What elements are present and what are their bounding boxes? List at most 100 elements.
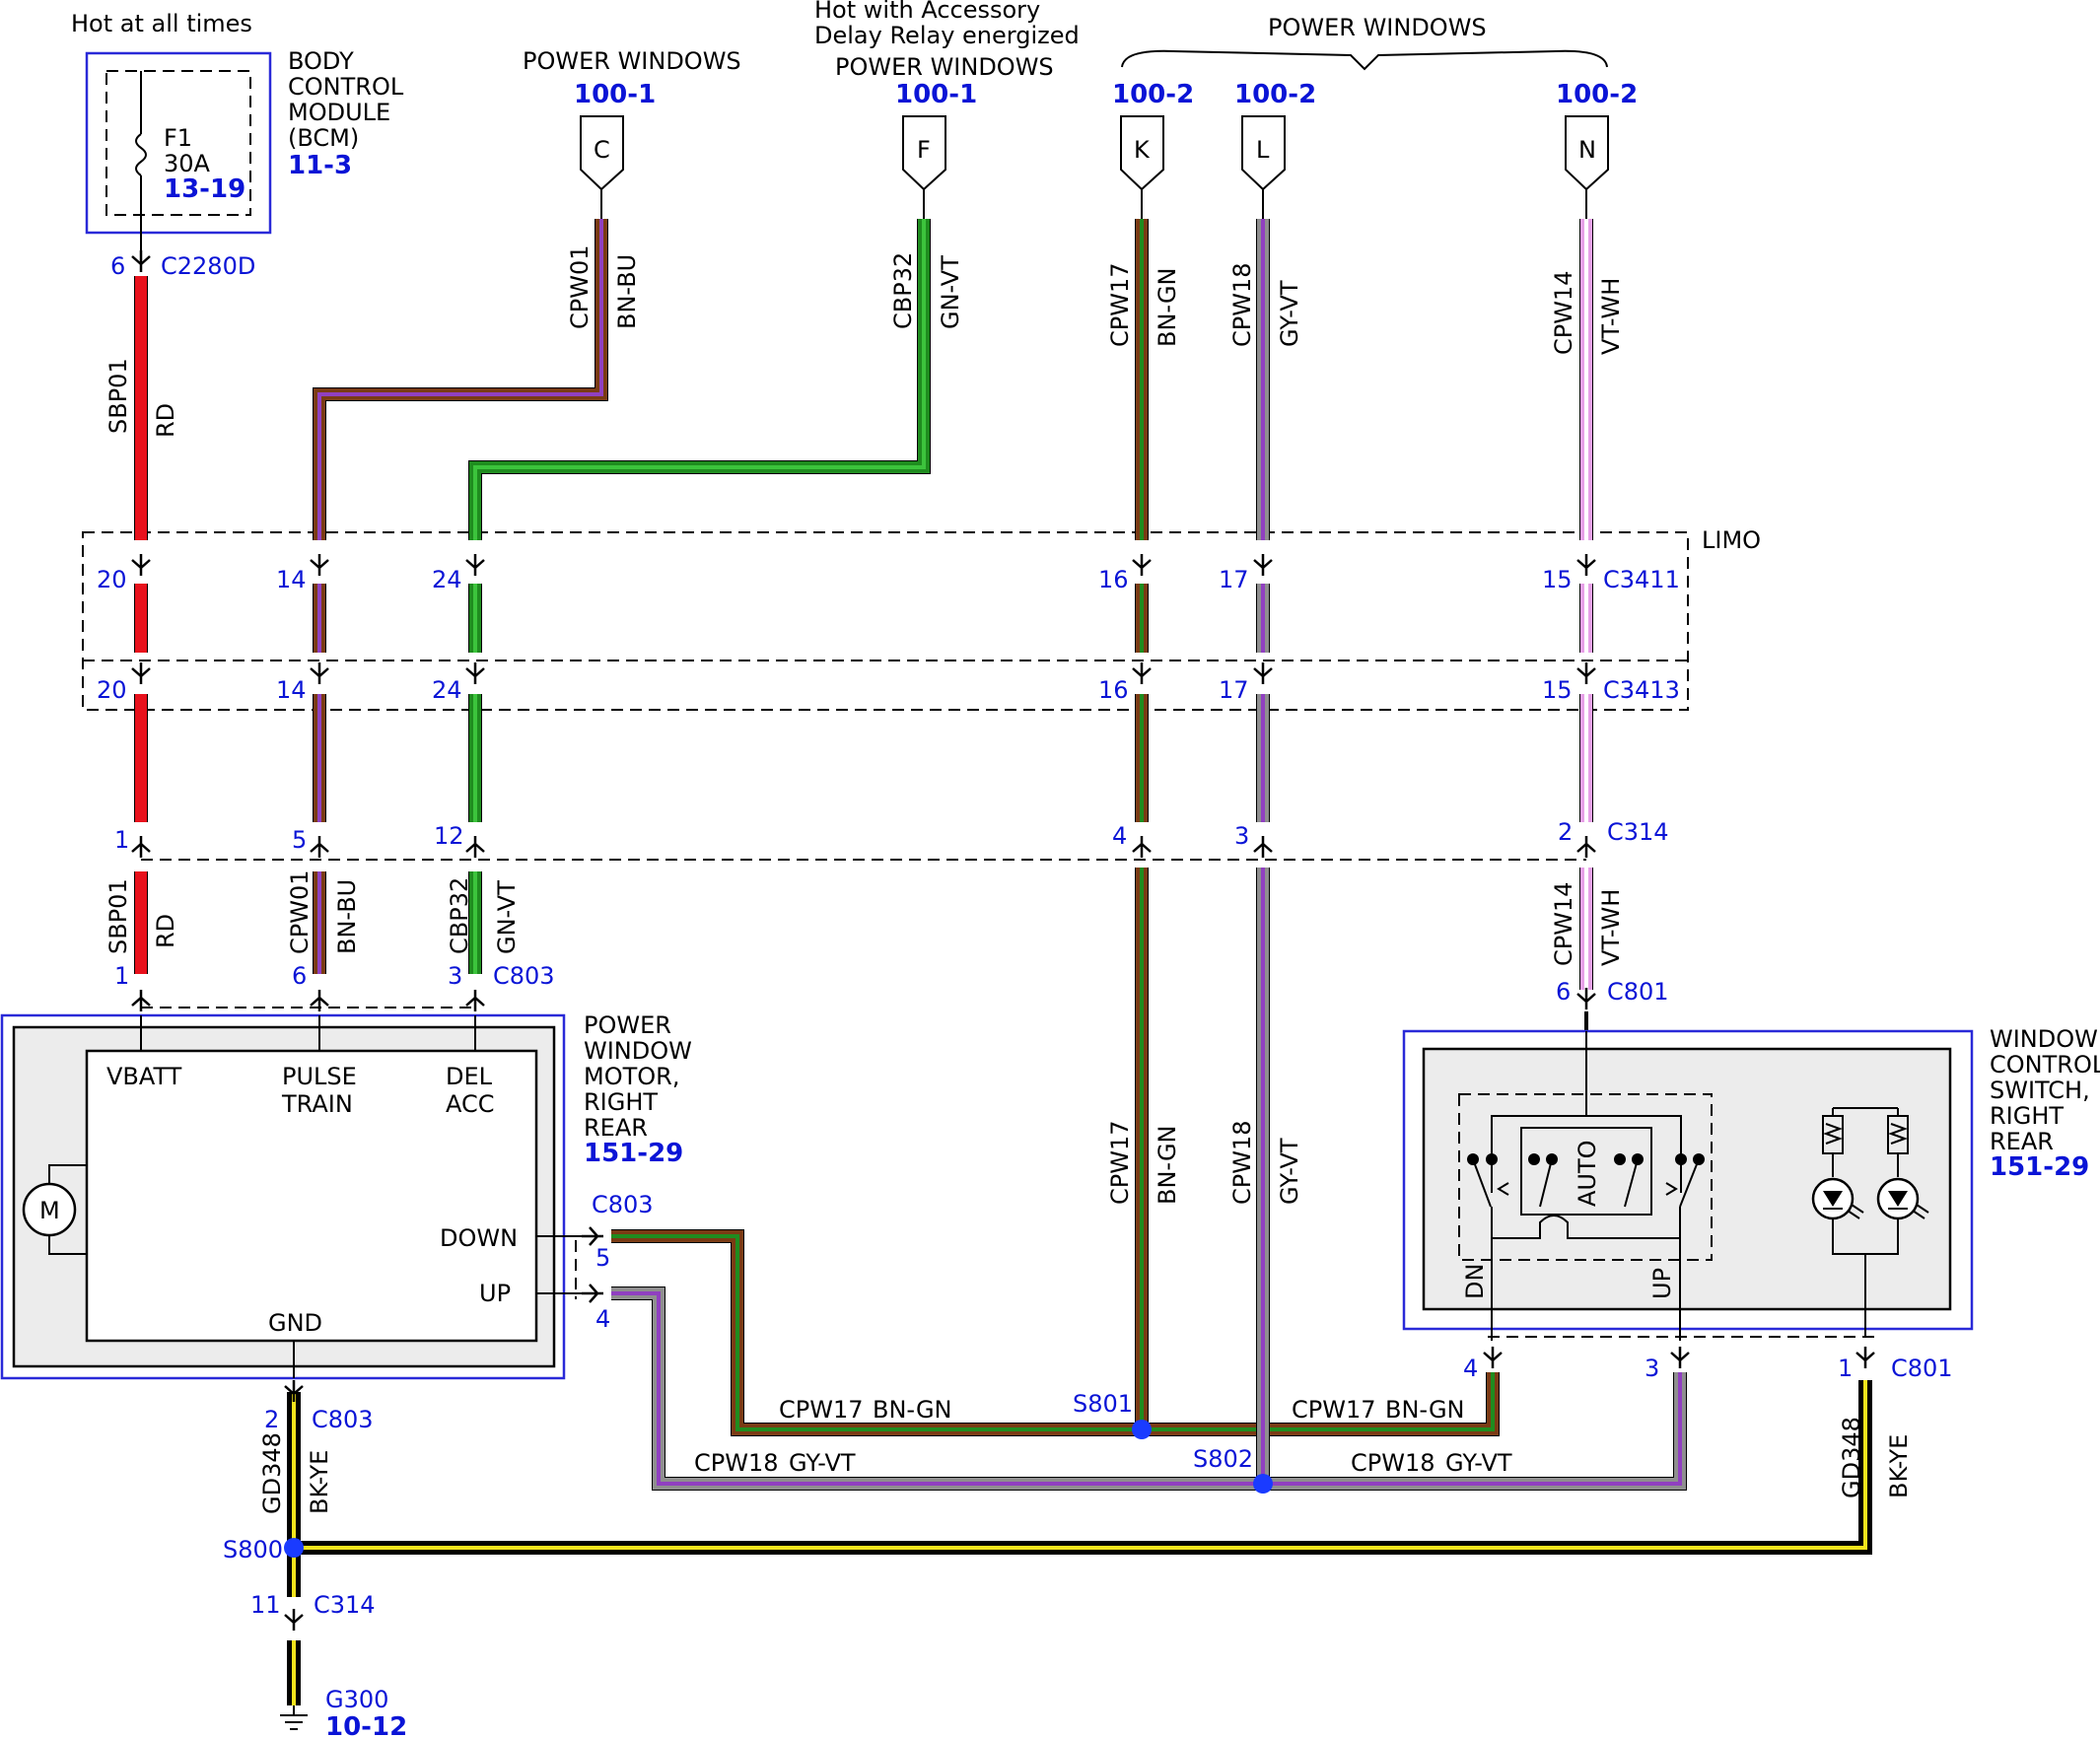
cbp32-circuit-mid: CBP32	[446, 877, 473, 954]
switch-line-2: CONTROL	[1990, 1051, 2100, 1078]
cpw17-circuit: CPW17	[1106, 263, 1134, 348]
c803-side-name: C803	[592, 1191, 654, 1218]
wire-label-cpw14-mid: CPW14 VT-WH	[1550, 882, 1625, 967]
c3413-pin: 15	[1542, 676, 1573, 704]
c3411-terminal-icon	[1253, 554, 1273, 576]
hot-accessory-label-1: Hot with Accessory	[814, 0, 1040, 24]
c3413-pins: 20 14 24 16 17 15 C3413	[97, 676, 1680, 704]
c314-terminal-icon	[1253, 836, 1273, 858]
motor-outline	[0, 1013, 566, 1380]
c803-gnd-name: C803	[312, 1406, 374, 1433]
splice-s801[interactable]	[1132, 1420, 1152, 1439]
c314-pin: 1	[114, 826, 129, 854]
wire-cpw18[interactable]	[611, 219, 1687, 1491]
motor-ref[interactable]: 151-29	[584, 1139, 683, 1168]
fuse-ref[interactable]: 13-19	[164, 174, 245, 204]
sbp01-circuit-mid: SBP01	[105, 878, 132, 954]
gd348-circuit-left: GD348	[258, 1432, 286, 1514]
wire-cbp32[interactable]	[468, 219, 931, 974]
wire-label-cpw18-low: CPW18 GY-VT	[1228, 1121, 1303, 1206]
source-f-ref[interactable]: 100-1	[895, 80, 977, 109]
ground-ref[interactable]: 10-12	[325, 1712, 407, 1738]
c3413-terminal-icon	[310, 662, 329, 684]
c3411-terminal-icon	[1132, 554, 1152, 576]
cpw14-color-mid: VT-WH	[1597, 889, 1625, 966]
wire-label-cpw01-top: CPW01 BN-BU	[566, 245, 641, 330]
c3413-name: C3413	[1603, 676, 1680, 704]
window-control-switch[interactable]: AUTO DN UP WINDOW CONTROL SWITCH, RIGHT …	[1402, 1025, 2100, 1341]
cpw17-color: BN-GN	[1154, 267, 1181, 347]
c2280d-pin: 6	[110, 252, 125, 280]
switch-line-1: WINDOW	[1990, 1025, 2098, 1053]
connector-markers	[131, 250, 1875, 1631]
switch-outline	[1402, 1029, 1974, 1331]
sbp01-circuit: SBP01	[105, 358, 132, 434]
bcm-line-1: BODY	[288, 47, 354, 75]
wire-gd348[interactable]	[287, 1380, 1872, 1705]
splice-s800[interactable]	[284, 1538, 304, 1558]
c3413-terminal-icon	[1132, 662, 1152, 684]
motor-del-label-2: ACC	[446, 1090, 495, 1118]
c3411-pin: 20	[97, 566, 127, 593]
c3413-pin: 14	[276, 676, 307, 704]
c3411-pin: 17	[1219, 566, 1249, 593]
fuse-icon	[135, 133, 147, 176]
cpw01-color-mid: BN-BU	[333, 879, 361, 954]
c3411-pins: 20 14 24 16 17 15 C3411	[97, 566, 1680, 593]
c314-terminal-icon	[1576, 836, 1596, 858]
source-c-ref[interactable]: 100-1	[574, 80, 656, 109]
wire-harness	[134, 219, 1872, 1705]
c801-top-pin: 6	[1556, 978, 1571, 1006]
wire-label-cpw18-top: CPW18 GY-VT	[1228, 263, 1303, 348]
motor-down-label: DOWN	[440, 1224, 518, 1252]
c803-side-pin-5: 5	[595, 1244, 610, 1272]
cpw01-color: BN-BU	[613, 254, 641, 329]
splice-s802[interactable]	[1253, 1474, 1273, 1494]
c803-name: C803	[493, 962, 555, 990]
c3411-terminal-icon	[465, 554, 485, 576]
c3413-terminal-icon	[1253, 662, 1273, 684]
switch-ref[interactable]: 151-29	[1990, 1152, 2089, 1182]
power-windows-label-c: POWER WINDOWS	[523, 47, 741, 75]
bcm-ref[interactable]: 11-3	[288, 151, 352, 180]
c3411-pin: 14	[276, 566, 307, 593]
source-n-ref[interactable]: 100-2	[1556, 80, 1638, 109]
source-l-ref[interactable]: 100-2	[1234, 80, 1316, 109]
motor-line-4: RIGHT	[584, 1088, 658, 1116]
cpw18-h-right-circuit: CPW18	[1351, 1449, 1435, 1477]
power-window-motor[interactable]: VBATT PULSE TRAIN DEL ACC DOWN UP GND M …	[0, 1011, 692, 1380]
switch-body	[1422, 1047, 1952, 1311]
source-f-pin: F	[917, 136, 931, 164]
bcm-line-3: MODULE	[288, 99, 390, 126]
sbp01-color: RD	[152, 403, 179, 438]
cpw17-h-left-color: BN-GN	[873, 1396, 952, 1424]
c3413-pin: 24	[432, 676, 462, 704]
c801-bottom-pin-4: 4	[1463, 1355, 1478, 1382]
source-k: 100-2 K	[1112, 80, 1194, 219]
cpw17-color-low: BN-GN	[1154, 1125, 1181, 1205]
ground-name: G300	[325, 1686, 388, 1713]
cpw18-h-left-circuit: CPW18	[694, 1449, 779, 1477]
c803-gnd-terminal-icon	[284, 1380, 304, 1402]
c2280d-name: C2280D	[161, 252, 255, 280]
gd348-color-left: BK-YE	[306, 1450, 333, 1514]
wire-cpw01[interactable]	[313, 219, 608, 974]
ground-icon	[280, 1714, 308, 1730]
c2280d-terminal-icon	[131, 250, 151, 272]
c3411-pin: 16	[1098, 566, 1129, 593]
switch-line-5: REAR	[1990, 1128, 2054, 1155]
c3411-name: C3411	[1603, 566, 1680, 593]
c803-gnd-pin: 2	[264, 1406, 279, 1433]
c801-top-name: C801	[1607, 978, 1669, 1006]
cpw14-circuit: CPW14	[1550, 271, 1577, 356]
cpw18-h-right-color: GY-VT	[1445, 1449, 1512, 1477]
c314-terminal-icon	[465, 836, 485, 858]
c803-pin: 6	[292, 962, 307, 990]
cpw18-color: GY-VT	[1276, 280, 1303, 347]
switch-contacts-region	[1458, 1093, 1713, 1261]
source-k-ref[interactable]: 100-2	[1112, 80, 1194, 109]
c3413-terminal-icon	[1576, 662, 1596, 684]
wire-cpw17[interactable]	[611, 219, 1500, 1436]
cpw14-color: VT-WH	[1597, 278, 1625, 355]
